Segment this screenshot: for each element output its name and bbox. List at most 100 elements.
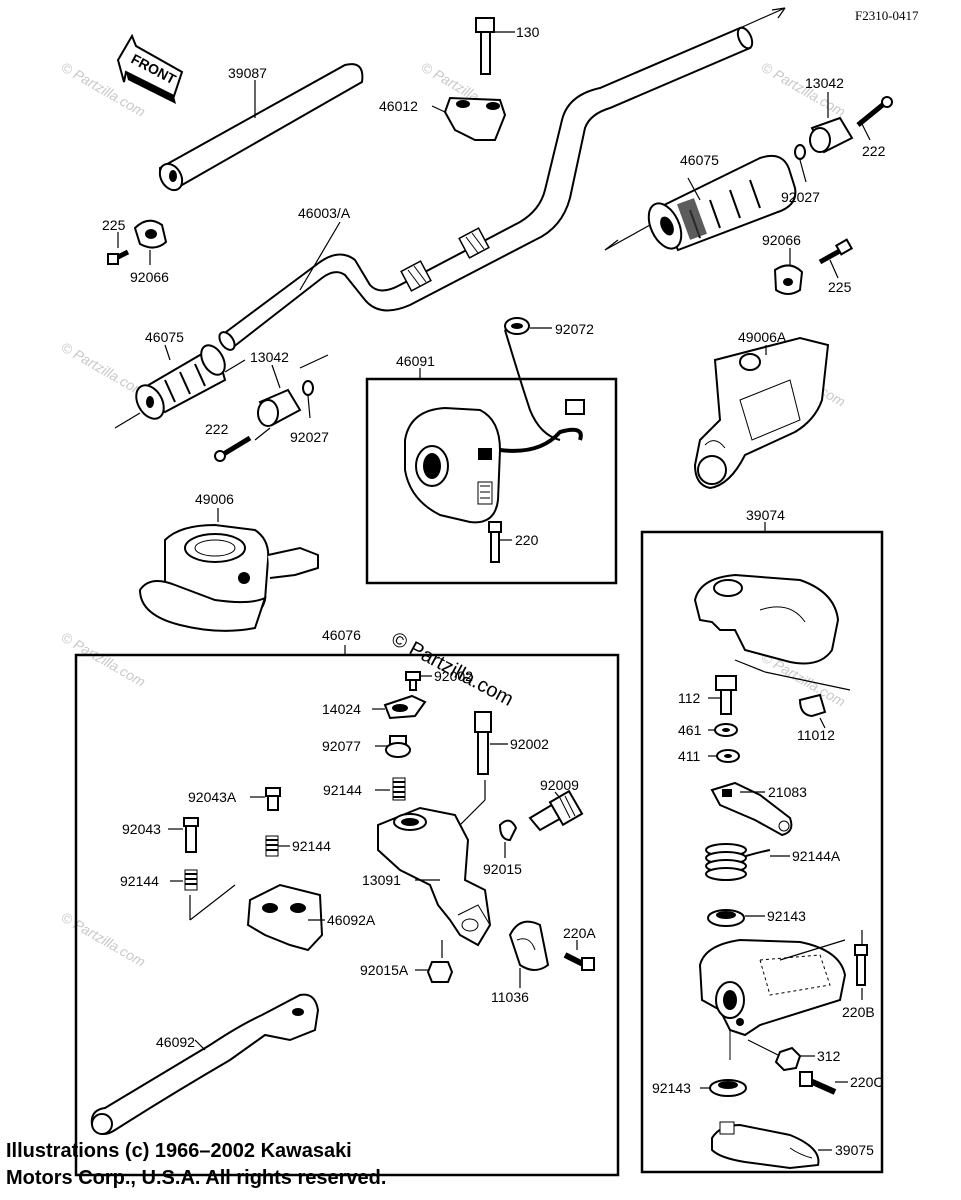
part-112-bolt	[715, 675, 737, 715]
label-92027-left: 92027	[290, 429, 329, 445]
label-461: 461	[678, 722, 702, 738]
label-92027-right: 92027	[781, 189, 820, 205]
label-11012: 11012	[797, 727, 835, 743]
label-92144A: 92144A	[792, 848, 841, 864]
part-39087-tube	[158, 63, 364, 192]
watermark-text: © Partzilla.com	[59, 339, 149, 400]
label-225-right: 225	[828, 279, 852, 295]
part-225-bolt-left	[107, 249, 130, 265]
label-92043: 92043	[122, 821, 161, 837]
label-220B: 220B	[842, 1004, 875, 1020]
part-92143-seal	[707, 909, 745, 927]
label-225-left: 225	[102, 217, 126, 233]
label-49006A: 49006A	[738, 329, 787, 345]
label-46075-right: 46075	[680, 152, 719, 168]
label-39074: 39074	[746, 507, 785, 523]
part-39075-cable	[711, 1121, 820, 1170]
part-312-nut	[774, 1046, 802, 1072]
label-13042-right: 13042	[805, 75, 844, 91]
label-411: 411	[678, 748, 701, 764]
group-46076-box	[74, 653, 620, 1177]
part-92077-cap	[385, 735, 411, 758]
part-46091-switch	[404, 325, 585, 524]
label-39075: 39075	[835, 1142, 874, 1158]
label-112: 112	[678, 690, 701, 706]
part-92066-right-rubber	[773, 264, 804, 295]
watermark-text: © Partzilla.com	[59, 629, 149, 690]
part-46092A-pivot	[246, 883, 324, 952]
label-46003: 46003/A	[298, 205, 351, 221]
label-312: 312	[817, 1048, 841, 1064]
group-46091-box	[365, 377, 618, 585]
part-92015-nut	[498, 819, 518, 842]
front-arrow-icon: FRONT	[116, 33, 184, 104]
part-220A-bolt	[563, 952, 595, 971]
label-92077: 92077	[322, 738, 361, 754]
label-13091: 13091	[362, 872, 401, 888]
label-46076: 46076	[322, 627, 361, 643]
part-92072-clip	[504, 317, 530, 335]
part-92143-seal-bottom	[709, 1079, 747, 1097]
label-92144-c: 92144	[120, 873, 159, 889]
watermark-text: © Partzilla.com	[59, 909, 149, 970]
part-461-washer	[714, 723, 738, 737]
part-labels: 39087 130 46012 13042 222 46075 92027 22…	[102, 24, 886, 1158]
part-92002-screw-small	[405, 671, 421, 691]
label-13042-left: 13042	[250, 349, 289, 365]
part-11012-clip	[798, 693, 827, 718]
part-11036-cover	[508, 920, 550, 971]
part-220-bolt	[488, 521, 502, 563]
label-46091: 46091	[396, 353, 435, 369]
part-222-left-bolt	[214, 435, 252, 462]
part-92043-pin	[183, 817, 199, 853]
label-39087: 39087	[228, 65, 267, 81]
part-49006A-cover	[693, 336, 830, 490]
label-49006: 49006	[195, 491, 234, 507]
label-222-left: 222	[205, 421, 229, 437]
label-92072: 92072	[555, 321, 594, 337]
part-92027-left-washer	[302, 380, 314, 396]
part-92009-adjuster	[528, 789, 584, 832]
label-46012: 46012	[379, 98, 418, 114]
part-92144A-spring	[705, 843, 771, 881]
label-92009: 92009	[540, 777, 579, 793]
label-11036: 11036	[491, 989, 529, 1005]
part-14024-gasket	[383, 694, 427, 720]
copyright-notice: Illustrations (c) 1966–2002 Kawasaki Mot…	[6, 1138, 386, 1192]
label-220C: 220C	[850, 1074, 883, 1090]
part-46012-clamp	[443, 96, 507, 141]
part-92015A-nut	[426, 961, 454, 983]
part-46092-lever	[90, 993, 320, 1135]
label-92015: 92015	[483, 861, 522, 877]
part-46075-right-grip	[647, 154, 797, 252]
part-49006-housing	[138, 523, 319, 632]
label-92002: 92002	[510, 736, 549, 752]
label-92066-left: 92066	[130, 269, 169, 285]
part-411-washer	[716, 749, 740, 763]
part-13042-right-weight	[809, 116, 854, 154]
part-throttle-case	[698, 938, 847, 1060]
label-92144-a: 92144	[323, 782, 362, 798]
part-92066-left-rubber	[133, 219, 168, 249]
group-39074-box	[640, 530, 884, 1174]
part-222-bolt	[856, 96, 893, 127]
label-46092: 46092	[156, 1034, 195, 1050]
part-92144-spring-b	[265, 835, 279, 857]
label-92043A: 92043A	[188, 789, 237, 805]
part-92144-spring	[392, 777, 406, 801]
label-220A: 220A	[563, 925, 596, 941]
part-21083-arm	[710, 781, 793, 837]
part-225-bolt	[818, 238, 854, 265]
part-130-bolt	[475, 17, 495, 75]
part-13042-left-weight	[257, 388, 302, 427]
label-92002-top: 92002	[434, 668, 473, 684]
label-92066-right: 92066	[762, 232, 801, 248]
copyright-line-1: Illustrations (c) 1966–2002 Kawasaki	[6, 1140, 352, 1162]
part-92144-spring-c	[184, 869, 198, 891]
part-46075-left-grip	[135, 344, 227, 420]
part-220C-bolt	[799, 1071, 837, 1095]
part-13091-holder	[377, 806, 492, 947]
part-92002-bolt	[474, 711, 492, 775]
part-92027-washer	[794, 144, 806, 160]
